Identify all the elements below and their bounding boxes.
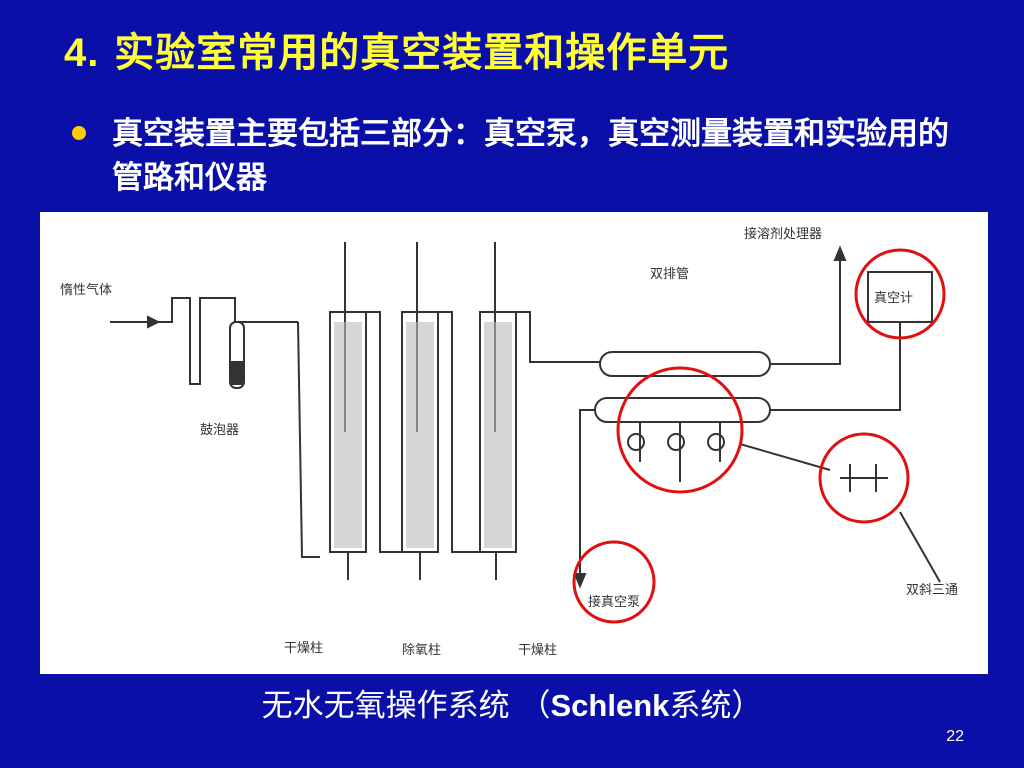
connector-2-3	[438, 311, 480, 553]
label-vacuum-gauge: 真空计	[874, 291, 913, 306]
column-3-packing	[484, 322, 512, 548]
valve-2-icon	[667, 433, 685, 451]
figure-caption: 无水无氧操作系统 （Schlenk系统）	[0, 680, 1024, 725]
bubbler-liquid	[231, 361, 243, 385]
bubbler-vessel	[229, 321, 245, 389]
caption-latin: Schlenk	[550, 688, 670, 723]
title-text: 实验室常用的真空装置和操作单元	[114, 30, 730, 76]
page-number: 22	[946, 728, 964, 745]
inert-gas-arrowhead-icon	[147, 315, 161, 329]
column-2-packing	[406, 322, 434, 548]
bullet-text: 真空装置主要包括三部分：真空泵，真空测量装置和实验用的管路和仪器	[112, 116, 949, 196]
highlight-gauge	[854, 248, 946, 340]
schlenk-diagram-svg: 惰性气体 鼓泡器 干燥柱 除氧柱 干燥柱 双排管 接溶剂处理器 真空计 接真空泵…	[60, 226, 958, 658]
column-1-packing	[334, 322, 362, 548]
label-deoxygen-column: 除氧柱	[402, 643, 441, 658]
dry-column-2	[479, 311, 517, 553]
label-to-solvent: 接溶剂处理器	[744, 226, 822, 242]
label-inert-gas: 惰性气体	[60, 282, 112, 298]
label-dry-column-1: 干燥柱	[284, 641, 323, 656]
manifold-upper	[599, 351, 771, 377]
label-double-manifold: 双排管	[650, 267, 689, 282]
label-dry-column-2: 干燥柱	[518, 643, 557, 658]
highlight-pump	[572, 540, 656, 624]
label-bubbler: 鼓泡器	[200, 423, 239, 438]
line-to-gauge	[770, 322, 901, 411]
pump-arrowhead-icon	[573, 573, 587, 589]
connector-3-manifold	[516, 311, 600, 363]
oblique-valve-icon	[840, 464, 888, 492]
callout-line	[739, 443, 831, 471]
connector-1-2	[366, 311, 402, 553]
bullet-dot-icon	[72, 126, 86, 140]
line-to-pump	[579, 409, 595, 502]
caption-part-1: 无水无氧操作系统 （	[261, 688, 551, 724]
bubbler-tube	[158, 297, 298, 385]
callout-line-2	[899, 511, 941, 583]
valve-3-icon	[707, 433, 725, 451]
highlight-valves	[616, 366, 744, 494]
label-to-pump: 接真空泵	[588, 594, 640, 610]
label-oblique-valve: 双斜三通	[906, 583, 958, 598]
bullet-point: 真空装置主要包括三部分：真空泵，真空测量装置和实验用的管路和仪器	[72, 112, 972, 200]
feed-line	[297, 321, 320, 558]
gauge-box	[867, 271, 933, 323]
title-number: 4.	[64, 31, 100, 75]
schlenk-diagram: 惰性气体 鼓泡器 干燥柱 除氧柱 干燥柱 双排管 接溶剂处理器 真空计 接真空泵…	[40, 212, 988, 674]
caption-part-2: 系统）	[669, 688, 763, 724]
slide-title: 4. 实验室常用的真空装置和操作单元	[64, 20, 729, 78]
highlight-oblique-valve	[818, 432, 910, 524]
solvent-arrowhead-icon	[833, 245, 847, 261]
line-to-solvent	[770, 252, 841, 365]
valve-1-icon	[627, 433, 645, 451]
